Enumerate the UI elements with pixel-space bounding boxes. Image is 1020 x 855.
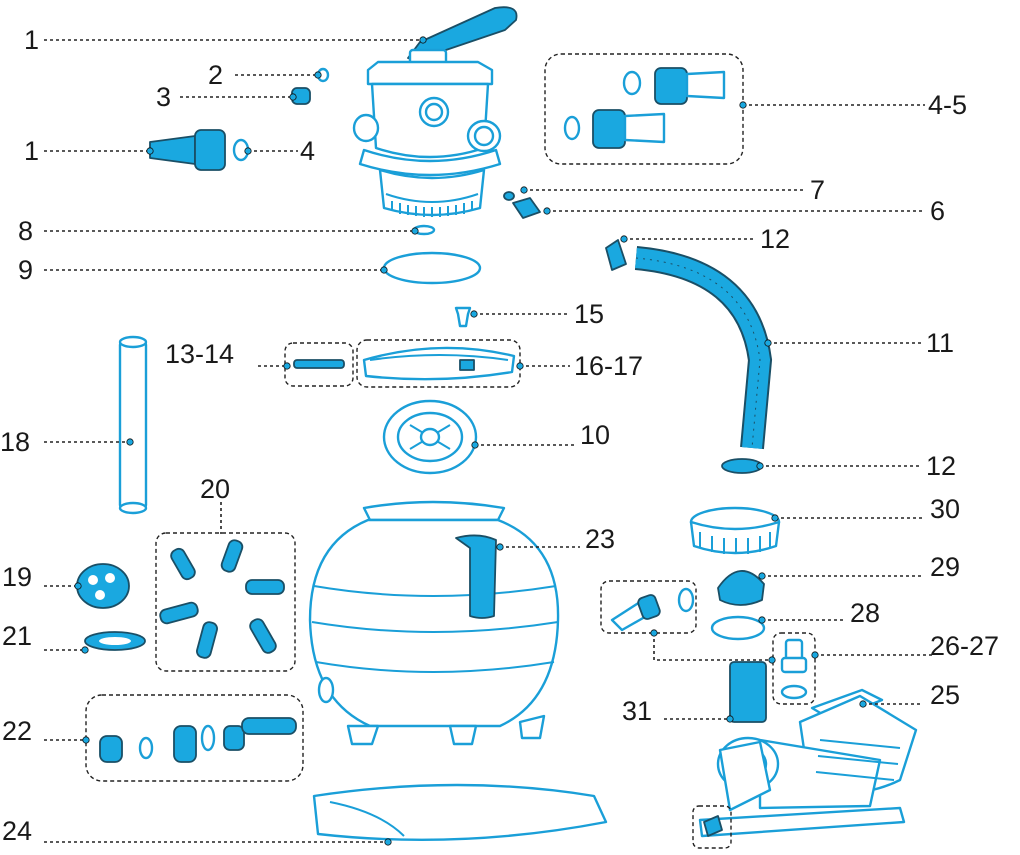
- part-label-8: 8: [18, 216, 33, 246]
- part-label-21: 21: [2, 621, 32, 651]
- laterals-box: [155, 532, 296, 672]
- part-label-22: 22: [2, 716, 32, 746]
- bottom-drain-box: [692, 805, 732, 849]
- part-label-28: 28: [850, 598, 880, 628]
- part-label-20: 20: [200, 474, 230, 504]
- part-label-19: 19: [2, 562, 32, 592]
- part-label-13-14: 13-14: [165, 339, 234, 369]
- filter-tank-23: [308, 500, 560, 746]
- hose-11: [634, 246, 773, 450]
- strainer-basket-31: [729, 661, 767, 723]
- part-label-31: 31: [622, 696, 652, 726]
- part-label-30: 30: [930, 494, 960, 524]
- leader-dots: [74, 36, 867, 846]
- part-label-4: 4: [300, 136, 315, 166]
- hose-nut-12-top: [605, 239, 627, 271]
- center-pipe-18: [118, 335, 148, 515]
- pump-motor-25: [698, 688, 918, 838]
- part-label-18: 18: [0, 427, 30, 457]
- part-label-25: 25: [930, 680, 960, 710]
- part-label-10: 10: [580, 420, 610, 450]
- part-label-15: 15: [574, 299, 604, 329]
- part-label-2: 2: [208, 60, 223, 90]
- screw-15: [454, 306, 472, 328]
- drain-valve-29: [717, 570, 765, 606]
- leader-lines: [44, 39, 935, 843]
- connector-set-box: [544, 53, 744, 165]
- hub-19: [76, 563, 130, 609]
- clamp-bolt-box: [284, 342, 354, 387]
- hose-nut-12-bottom: [721, 458, 763, 474]
- o-ring-7: [503, 191, 515, 201]
- part-label-4-5: 4-5: [928, 90, 967, 120]
- lateral-hub-10: [382, 399, 478, 475]
- part-label-12-bottom: 12: [926, 451, 956, 481]
- part-label-26-27: 26-27: [930, 631, 999, 661]
- part-label-16-17: 16-17: [574, 351, 643, 381]
- o-ring-28: [710, 615, 766, 641]
- part-label-24: 24: [2, 816, 32, 846]
- part-label-3: 3: [156, 82, 171, 112]
- drain-plug-6: [512, 197, 541, 219]
- part-label-29: 29: [930, 552, 960, 582]
- part-number-labels: 1 2 3 1 4 4-5 7 6 8 9 12 15 11 13-14 16-…: [0, 25, 999, 846]
- pump-lid-30: [689, 506, 781, 555]
- part-label-9: 9: [18, 255, 33, 285]
- pump-connector-box: [600, 580, 697, 634]
- tank-o-ring-9: [382, 251, 482, 285]
- part-label-23: 23: [585, 524, 615, 554]
- drain-assembly-box: [85, 694, 304, 782]
- tank-base-24: [312, 783, 608, 841]
- part-label-1-handle: 1: [24, 25, 39, 55]
- part-label-1-connector: 1: [24, 136, 39, 166]
- part-label-7: 7: [810, 175, 825, 205]
- drain-plug-box: [772, 632, 816, 705]
- multiport-valve: [352, 6, 518, 217]
- ring-21-hole: [99, 637, 131, 645]
- part-label-6: 6: [930, 196, 945, 226]
- part-label-12-top: 12: [760, 224, 790, 254]
- hose-connector-left: [149, 129, 250, 171]
- clamp-ring-box: [356, 339, 521, 388]
- part-label-11: 11: [926, 328, 954, 358]
